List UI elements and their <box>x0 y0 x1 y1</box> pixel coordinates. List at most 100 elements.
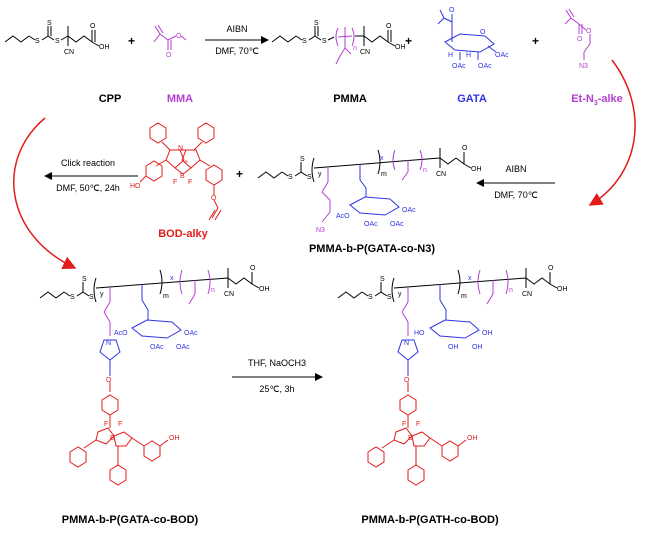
plus-3: + <box>532 34 539 48</box>
n3poly-n3: N3 <box>316 227 325 234</box>
pmma-gata-n3-purple <box>321 149 423 223</box>
pmma-s2: S <box>314 20 319 27</box>
gath-bod-oh-phen: OH <box>467 435 478 442</box>
bod-f1: F <box>173 179 177 186</box>
cond-thf: THF, NaOCH3 <box>248 358 306 368</box>
gata-h2: H <box>466 52 471 59</box>
cpp-structure <box>4 26 100 47</box>
gata-bod-oac1: OAc <box>150 344 164 351</box>
gath-bod-triazole <box>397 339 419 376</box>
gata-bod-y: y <box>100 291 104 298</box>
gata-structure <box>437 9 497 60</box>
gath-bod-f2: F <box>416 421 420 428</box>
gath-bod-oh3: OH <box>482 330 493 337</box>
cpp-s1: S <box>35 38 40 45</box>
label-pmma-gath-bod: PMMA-b-P(GATH-co-BOD) <box>361 514 499 526</box>
gata-bod-f1: F <box>104 421 108 428</box>
pmma-o: O <box>386 23 392 30</box>
label-et-n3-alke-suffix: -alke <box>598 93 623 105</box>
n3poly-s2: S <box>300 156 305 163</box>
n3poly-o: O <box>462 145 468 152</box>
gath-bod-s3: S <box>387 294 392 301</box>
label-pmma: PMMA <box>333 93 367 105</box>
bod-o: O <box>211 195 217 202</box>
cpp-s3: S <box>55 38 60 45</box>
gata-oac2: OAc <box>478 63 492 70</box>
et-o2: O <box>586 28 592 35</box>
gata-bod-f2: F <box>118 421 122 428</box>
label-et-n3-alke: Et-N3-alke <box>571 93 623 107</box>
gata-bod-x: x <box>170 275 174 282</box>
gath-bod-oh2: OH <box>472 344 483 351</box>
n3poly-oac1: OAc <box>364 221 378 228</box>
gata-bod-o: O <box>250 265 256 272</box>
gath-bod-b: B <box>408 435 413 442</box>
gata-bod-m: m <box>163 293 169 300</box>
cpp-cn: CN <box>64 49 74 56</box>
n3poly-aco: AcO <box>336 213 350 220</box>
cond-aibn-1: AIBN <box>226 24 247 34</box>
gata-bod-sugar <box>131 284 182 339</box>
pmma-s3: S <box>322 38 327 45</box>
label-et-n3-alke-prefix: Et-N <box>571 93 594 105</box>
gath-bod-purple <box>401 269 509 336</box>
gath-bod-x: x <box>468 275 472 282</box>
pmma-structure <box>271 26 396 47</box>
gata-bod-o-ether: O <box>106 377 112 384</box>
plus-4: + <box>236 167 243 181</box>
gata-o2: O <box>480 29 486 36</box>
gata-bod-aco: AcO <box>114 330 128 337</box>
et-o1: O <box>577 36 583 43</box>
n3poly-oh: OH <box>471 166 482 173</box>
gath-bod-o: O <box>548 265 554 272</box>
plus-1: + <box>128 34 135 48</box>
bod-b: B <box>180 173 185 180</box>
et-n3-alke-structure <box>564 8 591 60</box>
gata-bod-cn: CN <box>224 291 234 298</box>
cond-dmf-3: DMF, 50℃, 24h <box>56 183 120 193</box>
label-et-n3-alke-sub: 3 <box>594 100 598 107</box>
gath-bod-bodipy <box>367 382 467 486</box>
cpp-o: O <box>90 23 96 30</box>
gath-bod-cn: CN <box>522 291 532 298</box>
bod-ho: HO <box>130 183 141 190</box>
gath-bod-m: m <box>461 293 467 300</box>
gata-o1: O <box>449 7 455 14</box>
n3poly-oac3: OAc <box>402 207 416 214</box>
mma-structure <box>153 24 187 50</box>
n3poly-x: x <box>380 155 384 162</box>
gata-bod-s2: S <box>82 276 87 283</box>
gata-bod-bodipy <box>69 382 169 486</box>
plus-2: + <box>405 34 412 48</box>
mma-o1: O <box>166 52 172 59</box>
n3poly-m: m <box>381 171 387 178</box>
pmma-gata-n3-structure <box>257 148 472 183</box>
gath-bod-backbone <box>337 268 558 303</box>
gath-bod-n: n <box>509 287 513 294</box>
label-pmma-gata-n3: PMMA-b-P(GATA-co-N3) <box>309 243 435 255</box>
bod-n-plus: + <box>184 159 188 166</box>
pmma-gata-n3-blue <box>349 164 400 216</box>
gata-bod-purple <box>103 269 211 336</box>
label-mma: MMA <box>167 93 193 105</box>
red-arrow-right <box>588 59 636 206</box>
cond-25c: 25℃, 3h <box>259 384 294 394</box>
gata-bod-backbone <box>39 268 260 303</box>
cond-click: Click reaction <box>61 158 115 168</box>
bod-n1: N <box>178 145 183 152</box>
n3poly-s1: S <box>288 174 293 181</box>
gath-bod-s1: S <box>368 294 373 301</box>
cond-dmf-1: DMF, 70℃ <box>215 46 259 56</box>
gata-bod-n: n <box>211 287 215 294</box>
et-n3: N3 <box>579 63 588 70</box>
label-bod-alky: BOD-alky <box>158 228 208 240</box>
gata-bod-oh: OH <box>259 286 270 293</box>
gata-oac1: OAc <box>452 63 466 70</box>
gata-h1: H <box>448 52 453 59</box>
gath-bod-s2: S <box>380 276 385 283</box>
gata-bod-oh-phen: OH <box>169 435 180 442</box>
mma-o2: O <box>176 33 182 40</box>
gath-bod-oh: OH <box>557 286 568 293</box>
gata-bod-oac2: OAc <box>176 344 190 351</box>
